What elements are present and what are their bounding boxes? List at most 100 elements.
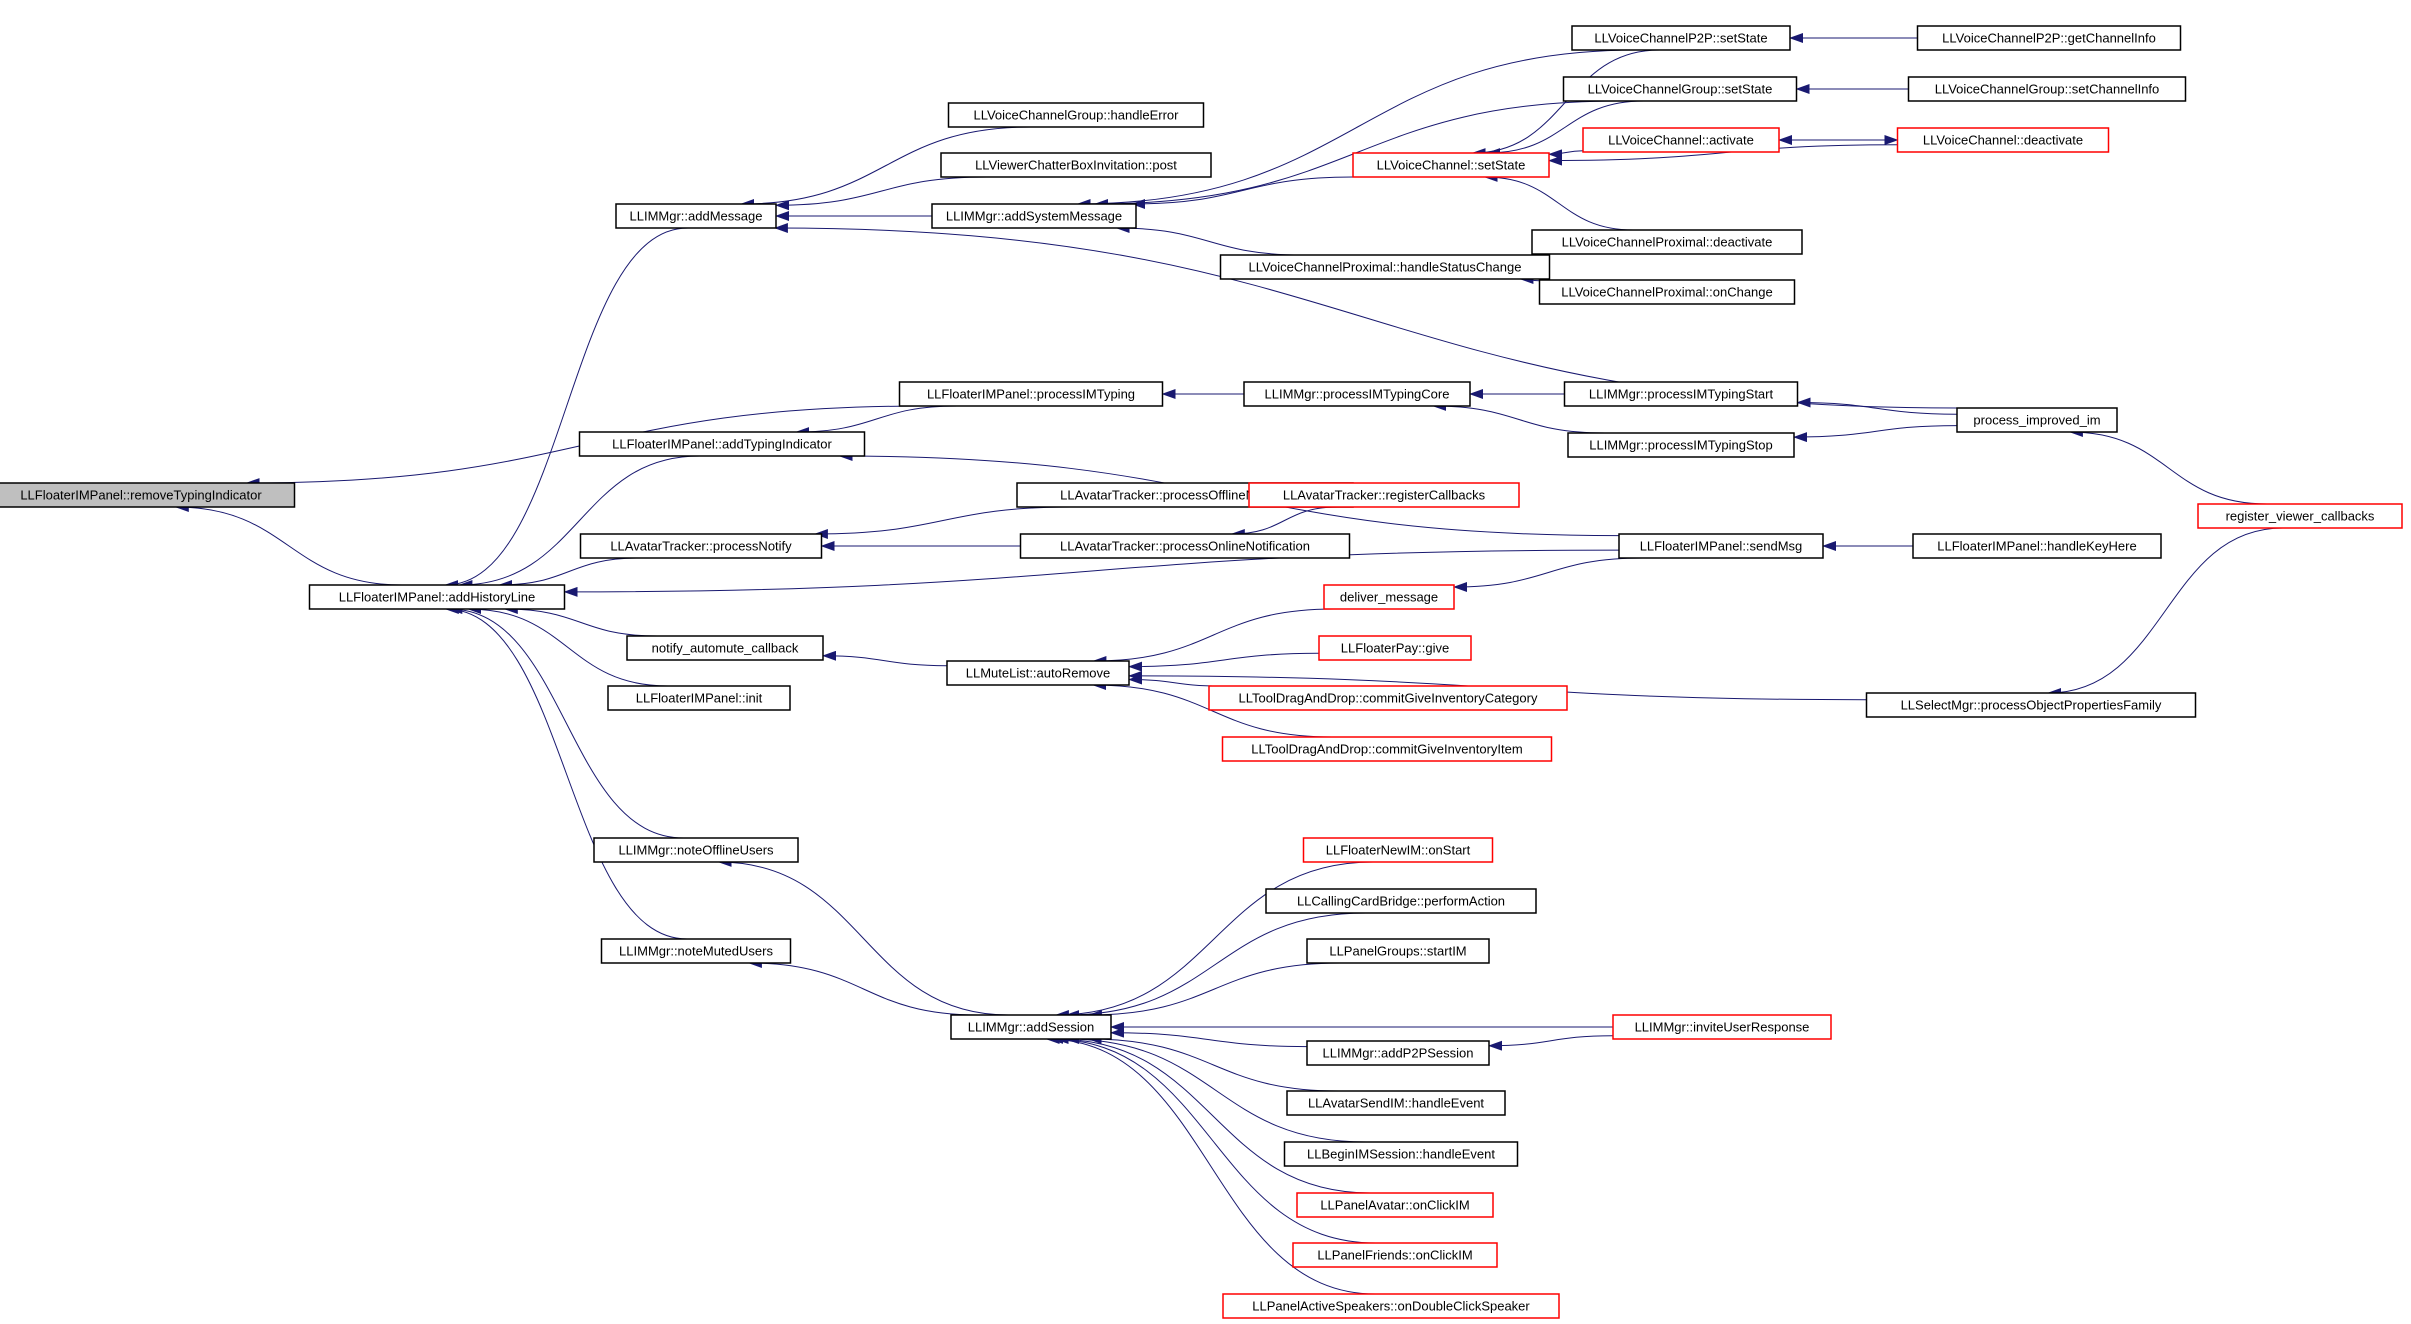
node-llimmgr-addmessage[interactable]: LLIMMgr::addMessage [615, 203, 777, 229]
node-llimmgr-addp2psession[interactable]: LLIMMgr::addP2PSession [1306, 1040, 1490, 1066]
edge-line [1453, 557, 1643, 592]
node-llfloaternewim-onstart[interactable]: LLFloaterNewIM::onStart [1302, 837, 1494, 863]
node-deliver-message[interactable]: deliver_message [1323, 584, 1455, 610]
edge-line [444, 227, 688, 590]
edge-line [795, 405, 957, 437]
edge-line [1087, 962, 1341, 1020]
edge-line [1115, 223, 1303, 256]
node-box [1612, 1014, 1832, 1040]
node-label: LLFloaterIMPanel::sendMsg [1640, 539, 1803, 554]
edge-n15-to-n6 [822, 650, 948, 667]
edge-line [1049, 1034, 1376, 1244]
node-label: LLPanelActiveSpeakers::onDoubleClickSpea… [1252, 1299, 1530, 1314]
node-label: LLFloaterIMPanel::addTypingIndicator [612, 437, 832, 452]
node-llfloaterimpanel-init[interactable]: LLFloaterIMPanel::init [607, 685, 791, 711]
node-llmutelist-autoremove[interactable]: LLMuteList::autoRemove [946, 660, 1130, 686]
node-notify-automute-callback[interactable]: notify_automute_callback [626, 635, 824, 661]
node-llpanelfriends-onclickim[interactable]: LLPanelFriends::onClickIM [1292, 1242, 1498, 1268]
node-llselectmgr-processobjectpropertiesfamily[interactable]: LLSelectMgr::processObjectPropertiesFami… [1865, 692, 2197, 718]
edge-line [813, 506, 1072, 539]
node-llviewerchatterboxinvitation-post[interactable]: LLViewerChatterBoxInvitation::post [940, 152, 1212, 178]
node-label: LLToolDragAndDrop::commitGiveInventoryIt… [1251, 742, 1522, 757]
node-label: LLToolDragAndDrop::commitGiveInventoryCa… [1239, 691, 1538, 706]
node-lltooldraganddrop-commitgiveinventorycategory[interactable]: LLToolDragAndDrop::commitGiveInventoryCa… [1208, 685, 1568, 711]
node-llfloaterimpanel-handlekeyhere[interactable]: LLFloaterIMPanel::handleKeyHere [1912, 533, 2162, 559]
node-box [1208, 685, 1568, 711]
node-label: LLAvatarTracker::processNotify [610, 539, 792, 554]
node-llimmgr-processimtypingcore[interactable]: LLIMMgr::processIMTypingCore [1243, 381, 1471, 407]
node-llcallingcardbridge-performaction[interactable]: LLCallingCardBridge::performAction [1265, 888, 1537, 914]
node-box [2197, 503, 2403, 529]
node-register-viewer-callbacks[interactable]: register_viewer_callbacks [2197, 503, 2403, 529]
node-llpanelavatar-onclickim[interactable]: LLPanelAvatar::onClickIM [1296, 1192, 1494, 1218]
node-llpanelgroups-startim[interactable]: LLPanelGroups::startIM [1306, 938, 1490, 964]
node-llvoicechannelgroup-setstate[interactable]: LLVoiceChannelGroup::setState [1562, 76, 1798, 102]
node-llvoicechannelp2p-getchannelinfo[interactable]: LLVoiceChannelP2P::getChannelInfo [1916, 25, 2182, 51]
node-box [1582, 127, 1780, 153]
node-llvoicechannel-activate[interactable]: LLVoiceChannel::activate [1582, 127, 1780, 153]
node-lltooldraganddrop-commitgiveinventoryitem[interactable]: LLToolDragAndDrop::commitGiveInventoryIt… [1221, 736, 1553, 762]
node-llvoicechannelgroup-handleerror[interactable]: LLVoiceChannelGroup::handleError [947, 102, 1205, 128]
edge-n27-to-n16 [1087, 962, 1341, 1020]
edge-n37-to-n17 [1483, 172, 1634, 231]
node-box [1865, 692, 2197, 718]
node-llimmgr-processimtypingstart[interactable]: LLIMMgr::processIMTypingStart [1563, 381, 1799, 407]
node-label: LLFloaterPay::give [1341, 641, 1449, 656]
node-llavatartracker-registercallbacks[interactable]: LLAvatarTracker::registerCallbacks [1248, 482, 1520, 508]
node-llimmgr-inviteuserresponse[interactable]: LLIMMgr::inviteUserResponse [1612, 1014, 1832, 1040]
node-llfloaterimpanel-processimtyping[interactable]: LLFloaterIMPanel::processIMTyping [898, 381, 1164, 407]
edge-n49-to-n47 [2068, 427, 2268, 505]
node-label: LLBeginIMSession::handleEvent [1307, 1147, 1495, 1162]
node-label: LLIMMgr::addP2PSession [1322, 1046, 1473, 1061]
edge-line [1486, 100, 1644, 158]
node-llfloaterpay-give[interactable]: LLFloaterPay::give [1318, 635, 1472, 661]
node-llfloaterimpanel-sendmsg[interactable]: LLFloaterIMPanel::sendMsg [1618, 533, 1824, 559]
edge-n47-to-n40 [1793, 425, 1958, 443]
node-label: LLFloaterNewIM::onStart [1326, 843, 1471, 858]
node-llvoicechannelgroup-setchannelinfo[interactable]: LLVoiceChannelGroup::setChannelInfo [1907, 76, 2187, 102]
node-box [1896, 127, 2110, 153]
node-llimmgr-notemutedusers[interactable]: LLIMMgr::noteMutedUsers [600, 938, 792, 964]
node-label: LLIMMgr::addSession [968, 1020, 1094, 1035]
node-llbeginimsession-handleevent[interactable]: LLBeginIMSession::handleEvent [1283, 1141, 1519, 1167]
node-llvoicechannel-setstate[interactable]: LLVoiceChannel::setState [1352, 152, 1550, 178]
edge-line [498, 557, 639, 590]
edge-line [1796, 397, 1958, 415]
node-llavatartracker-processnotify[interactable]: LLAvatarTracker::processNotify [579, 533, 823, 559]
edge-line [1432, 401, 1605, 434]
node-llavatarsendim-handleevent[interactable]: LLAvatarSendIM::handleEvent [1286, 1090, 1506, 1116]
node-llfloaterimpanel-addhistoryline[interactable]: LLFloaterIMPanel::addHistoryLine [308, 584, 566, 610]
node-box [593, 837, 799, 863]
node-llvoicechannelproximal-onchange[interactable]: LLVoiceChannelProximal::onChange [1538, 279, 1796, 305]
edge-n41-to-n21 [1453, 557, 1643, 592]
edge-n25-to-n16 [1054, 861, 1374, 1020]
node-box [1618, 533, 1824, 559]
edge-line [503, 604, 658, 637]
node-llfloaterimpanel-addtypingindicator[interactable]: LLFloaterIMPanel::addTypingIndicator [578, 431, 866, 457]
node-box [579, 533, 823, 559]
edge-n16-to-n8 [717, 857, 1009, 1016]
node-process-improved-im[interactable]: process_improved_im [1956, 407, 2118, 433]
node-label: LLIMMgr::processIMTypingStart [1589, 387, 1774, 402]
edge-line [1128, 674, 1221, 687]
node-llimmgr-addsystemmessage[interactable]: LLIMMgr::addSystemMessage [931, 203, 1137, 229]
node-llpanelactivespeakers-ondoubleclickspeaker[interactable]: LLPanelActiveSpeakers::onDoubleClickSpea… [1222, 1293, 1560, 1319]
node-llimmgr-addsession[interactable]: LLIMMgr::addSession [950, 1014, 1112, 1040]
node-llvoicechannelproximal-handlestatuschange[interactable]: LLVoiceChannelProximal::handleStatusChan… [1219, 254, 1551, 280]
node-llavatartracker-processonlinenotification[interactable]: LLAvatarTracker::processOnlineNotificati… [1019, 533, 1351, 559]
node-label: LLFloaterIMPanel::handleKeyHere [1937, 539, 2136, 554]
node-label: LLCallingCardBridge::performAction [1297, 894, 1505, 909]
node-box [1019, 533, 1351, 559]
node-llvoicechannelp2p-setstate[interactable]: LLVoiceChannelP2P::setState [1571, 25, 1791, 51]
edge-line [1488, 1035, 1614, 1051]
edge-n4-to-n1 [458, 455, 700, 590]
node-llimmgr-processimtypingstop[interactable]: LLIMMgr::processIMTypingStop [1567, 432, 1795, 458]
node-llimmgr-noteofflineusers[interactable]: LLIMMgr::noteOfflineUsers [593, 837, 799, 863]
node-llvoicechannel-deactivate[interactable]: LLVoiceChannel::deactivate [1896, 127, 2110, 153]
edge-n24-to-n15 [1092, 680, 1332, 738]
edge-n23-to-n15 [1128, 674, 1221, 687]
node-llvoicechannelproximal-deactivate[interactable]: LLVoiceChannelProximal::deactivate [1531, 229, 1803, 255]
node-box [898, 381, 1164, 407]
edge-n43-to-n28 [1488, 1035, 1614, 1051]
edge-line [1054, 1034, 1371, 1194]
